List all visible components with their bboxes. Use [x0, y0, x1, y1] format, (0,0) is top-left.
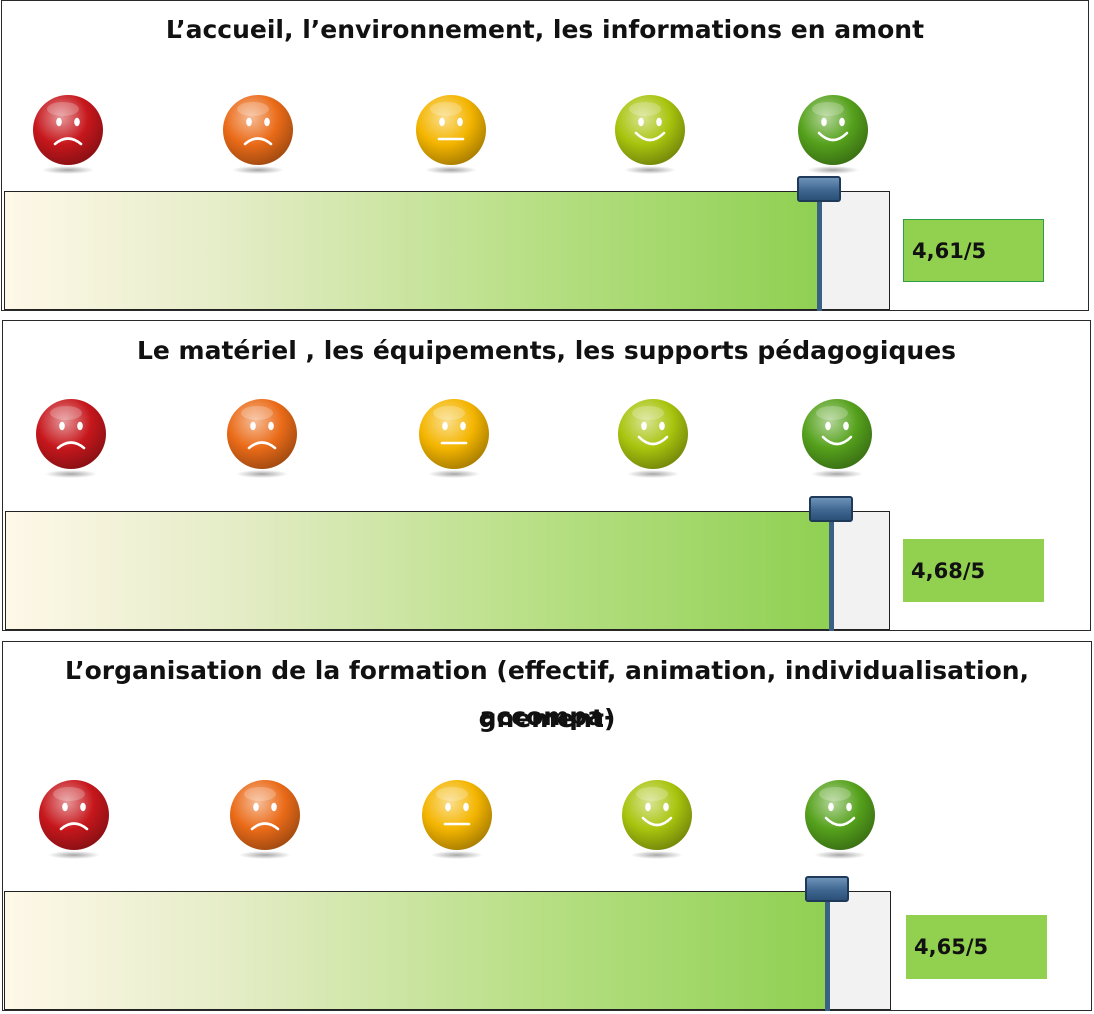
gauge-fill: [5, 192, 821, 309]
very-sad-face-icon: [33, 397, 109, 481]
gauge-cursor: [797, 176, 843, 311]
gauge-fill: [5, 892, 829, 1009]
score-badge: 4,61/5: [903, 219, 1044, 282]
score-label: 4,68/5: [911, 558, 986, 583]
happy-face-icon: [612, 93, 688, 177]
sad-face-icon: [227, 778, 303, 862]
gauge-cursor: [809, 496, 855, 631]
rating-panel-organisation: L’organisation de la formation (effectif…: [2, 641, 1092, 1011]
sad-face-icon: [220, 93, 296, 177]
panel-title: Le matériel , les équipements, les suppo…: [136, 336, 957, 365]
panel-title-continued: gnement): [478, 704, 616, 733]
score-badge: 4,68/5: [903, 539, 1044, 602]
sad-face-icon: [224, 397, 300, 481]
very-sad-face-icon: [36, 778, 112, 862]
neutral-face-icon: [419, 778, 495, 862]
satisfaction-gauge: [4, 876, 891, 1011]
very-happy-face-icon: [799, 397, 875, 481]
score-badge: 4,65/5: [906, 915, 1047, 979]
very-happy-face-icon: [795, 93, 871, 177]
satisfaction-gauge: [5, 496, 890, 631]
happy-face-icon: [619, 778, 695, 862]
score-label: 4,61/5: [912, 238, 987, 263]
very-happy-face-icon: [802, 778, 878, 862]
gauge-cursor: [805, 876, 851, 1011]
neutral-face-icon: [413, 93, 489, 177]
happy-face-icon: [615, 397, 691, 481]
rating-panel-materiel: Le matériel , les équipements, les suppo…: [2, 320, 1091, 631]
panel-title: L’organisation de la formation (effectif…: [64, 656, 1030, 731]
satisfaction-gauge: [4, 176, 890, 311]
neutral-face-icon: [416, 397, 492, 481]
score-label: 4,65/5: [914, 935, 989, 959]
very-sad-face-icon: [30, 93, 106, 177]
panel-title: L’accueil, l’environnement, les informat…: [165, 15, 925, 44]
gauge-fill: [6, 512, 833, 629]
rating-panel-accueil: L’accueil, l’environnement, les informat…: [1, 0, 1089, 311]
